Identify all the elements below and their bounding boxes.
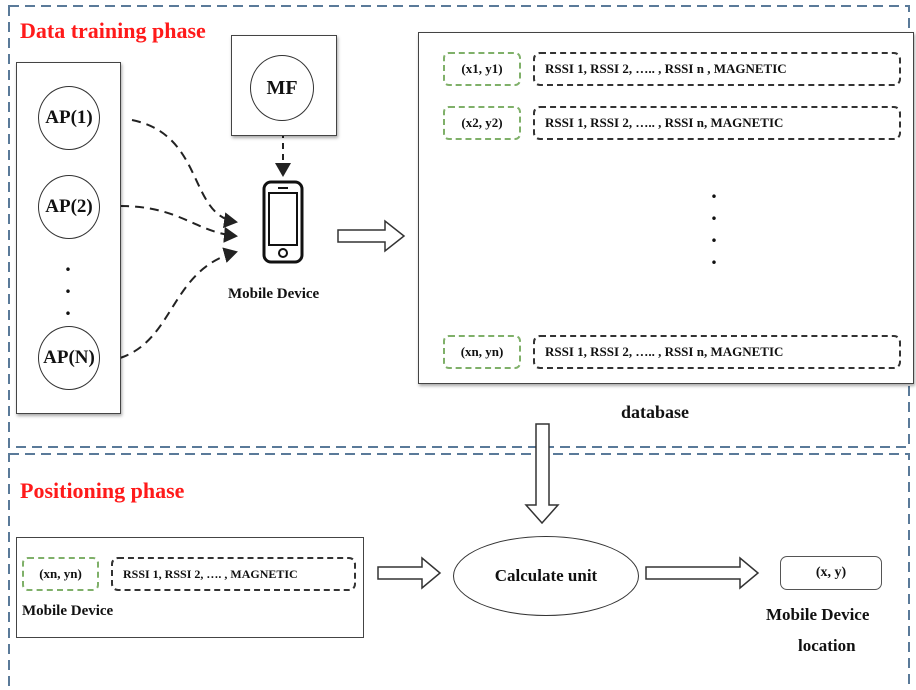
mobile-device-label: Mobile Device: [228, 286, 320, 302]
calculate-unit: Calculate unit: [453, 536, 639, 616]
database-label: database: [621, 402, 690, 422]
mobile-phone-icon: [262, 180, 304, 264]
ap2-signal-arrow: [119, 205, 238, 243]
magnetic-field-node: MF: [250, 55, 314, 121]
access-point-1: AP(1): [38, 86, 100, 150]
database-to-calc-arrow: [524, 423, 560, 525]
database-row-n-coord: (xn, yn): [443, 335, 521, 369]
positioning-device-coord: (xn, yn): [22, 557, 99, 591]
result-location-coord: (x, y): [780, 556, 882, 590]
access-point-ellipsis: . . .: [65, 251, 71, 320]
database-row-2-coord: (x2, y2): [443, 106, 521, 140]
result-location-label-line2: location: [798, 636, 856, 655]
calc-to-result-arrow: [645, 556, 760, 590]
database-panel: [418, 32, 914, 384]
ap1-signal-arrow: [131, 119, 238, 229]
database-row-1-coord: (x1, y1): [443, 52, 521, 86]
positioning-phase-frame: [8, 453, 910, 690]
database-row-2-fingerprint: RSSI 1, RSSI 2, ….. , RSSI n, MAGNETIC: [533, 106, 901, 140]
device-to-database-arrow: [337, 219, 406, 253]
apn-signal-arrow: [119, 247, 238, 359]
device-to-calc-arrow: [377, 556, 442, 590]
training-phase-title: Data training phase: [20, 18, 206, 43]
database-row-n-fingerprint: RSSI 1, RSSI 2, ….. , RSSI n, MAGNETIC: [533, 335, 901, 369]
positioning-device-fingerprint: RSSI 1, RSSI 2, …. , MAGNETIC: [111, 557, 356, 591]
database-ellipsis: . . . .: [711, 178, 717, 269]
result-location-label-line1: Mobile Device: [766, 605, 870, 624]
positioning-device-label: Mobile Device: [22, 603, 114, 619]
database-row-1-fingerprint: RSSI 1, RSSI 2, ….. , RSSI n , MAGNETIC: [533, 52, 901, 86]
access-point-2: AP(2): [38, 175, 100, 239]
access-point-n: AP(N): [38, 326, 100, 390]
positioning-phase-title: Positioning phase: [20, 478, 185, 503]
